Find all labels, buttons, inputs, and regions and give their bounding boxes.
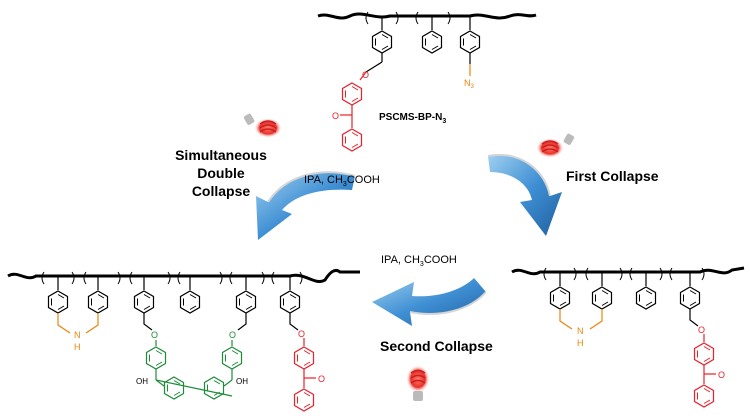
top-carbonyl-oxygen: O <box>332 111 339 121</box>
reagent-lower-sub: 3 <box>419 261 424 269</box>
br-red-ring-1 <box>693 342 715 366</box>
reagent-lower-suffix: COOH <box>423 254 457 266</box>
top-bp-ring-1 <box>341 82 363 106</box>
bl-oxygen-2: O <box>229 330 236 340</box>
reagent-upper-prefix: IPA, CH <box>304 174 343 186</box>
lightbulb-icon <box>243 113 282 138</box>
top-bp-ring-2 <box>341 128 363 152</box>
top-phenyl-2 <box>421 30 443 54</box>
left-step-line2: Double <box>197 165 245 181</box>
bl-green-ring-3 <box>163 376 185 400</box>
arrow-right-down <box>487 153 562 236</box>
top-polymer: O O N3 <box>317 11 537 152</box>
top-ether-oxygen: O <box>362 70 369 80</box>
bl-oxygen-1: O <box>151 330 158 340</box>
top-backbone <box>317 12 537 20</box>
bl-red-ring-2 <box>293 388 315 412</box>
reagent-upper-sub: 3 <box>342 181 347 189</box>
simultaneous-double-collapse-label: Simultaneous Double Collapse <box>172 146 270 200</box>
bl-hydroxyl-2: OH <box>236 377 248 386</box>
br-carbonyl-oxygen: O <box>718 370 725 380</box>
br-ether-oxygen: O <box>698 325 705 335</box>
first-collapse-label: First Collapse <box>566 168 659 184</box>
bl-ether-oxygen: O <box>298 329 305 339</box>
bottom-right-polymer: N H O O <box>511 266 745 408</box>
br-nitrogen: N <box>577 326 584 336</box>
reagent-upper-suffix: COOH <box>346 174 380 186</box>
top-phenyl-3 <box>459 30 481 54</box>
br-backbone <box>511 266 745 276</box>
bl-backbone <box>7 268 360 283</box>
bl-hydroxyl-1: OH <box>136 377 148 386</box>
polymer-name-text: PSCMS-BP-N <box>379 112 443 123</box>
bl-green-ring-4 <box>203 376 225 400</box>
bl-carbonyl-oxygen: O <box>318 374 325 384</box>
bl-red-ring-1 <box>293 346 315 370</box>
reagent-label-lower: IPA, CH3COOH <box>381 254 457 268</box>
br-hydrogen: H <box>577 338 584 348</box>
second-collapse-label: Second Collapse <box>380 338 493 354</box>
lightbulb-icon <box>406 365 430 401</box>
arrow-left-down <box>256 171 356 240</box>
azide-label: N3 <box>464 78 475 90</box>
polymer-name-sub: 3 <box>442 118 447 125</box>
bottom-left-polymer: N H O O OH OH <box>7 268 360 412</box>
arrow-left <box>372 278 487 326</box>
bl-green-ring-1 <box>145 346 167 370</box>
top-phenyl-1 <box>371 30 393 54</box>
reagent-lower-prefix: IPA, CH <box>381 254 420 266</box>
bl-green-ring-2 <box>221 346 243 370</box>
lightbulb-icon <box>536 133 575 158</box>
br-red-ring-2 <box>693 384 715 408</box>
polymer-name: PSCMS-BP-N3 <box>379 112 446 125</box>
bl-hydrogen: H <box>74 342 81 352</box>
reagent-label-upper: IPA, CH3COOH <box>304 174 380 188</box>
bl-nitrogen: N <box>74 330 81 340</box>
left-step-line3: Collapse <box>191 183 251 199</box>
left-step-line1: Simultaneous <box>175 147 267 163</box>
